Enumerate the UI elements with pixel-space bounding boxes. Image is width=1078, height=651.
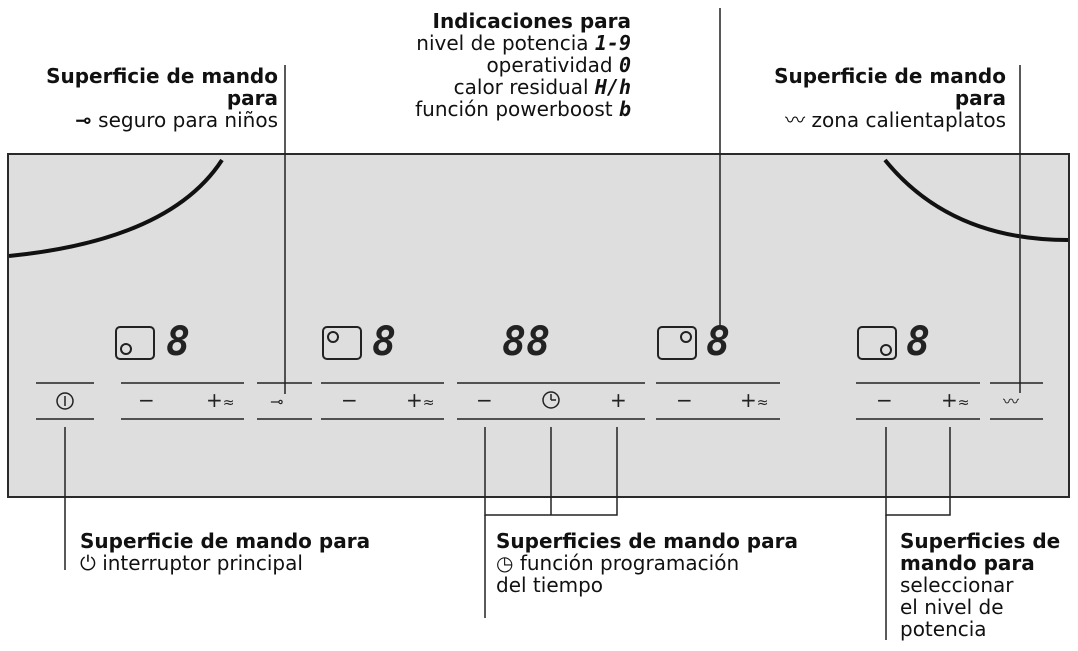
level-label-line-1: seleccionar — [900, 573, 1014, 597]
mainswitch-label-title: Superficie de mando para — [80, 529, 371, 553]
mainswitch-label-text: ⏻ interruptor principal — [80, 551, 303, 575]
display-timer: 88 — [502, 319, 551, 365]
timer-label-title: Superficies de mando para — [496, 529, 798, 553]
zone-symbol-dot-3 — [680, 331, 692, 343]
timer-plus-button[interactable]: + — [610, 388, 627, 412]
key-icon: ⊸ — [75, 108, 92, 132]
indicator-line-power-level: nivel de potencia 1-9 — [416, 31, 631, 55]
display-rear-right: 8 — [906, 319, 931, 365]
zone-symbol-dot-2 — [327, 331, 339, 343]
powerboost-icon: ≈ — [222, 395, 235, 411]
level-label-line-2: el nivel de — [900, 595, 1004, 619]
minus-button-front-right[interactable]: − — [676, 388, 693, 412]
clock-icon — [542, 391, 560, 409]
timer-minus-button[interactable]: − — [476, 388, 493, 412]
plus-button-front-right[interactable]: +≈ — [740, 388, 769, 412]
clock-icon: ◷ — [496, 551, 514, 575]
warming-zone-icon: 〰 — [785, 108, 806, 132]
cooking-zone-arc-right — [883, 158, 1069, 242]
childlock-label-title-2: para — [226, 86, 278, 110]
level-label-title-2: mando para — [900, 551, 1035, 575]
zone-symbol-front-right — [657, 326, 697, 360]
indicator-line-operation: operatividad 0 — [486, 53, 631, 77]
display-rear-left: 8 — [166, 319, 191, 365]
key-icon: ⊸ — [270, 392, 284, 411]
plus-button-front-left[interactable]: +≈ — [406, 388, 435, 412]
zone-symbol-rear-left — [115, 326, 155, 360]
level-label-title: Superficies de — [900, 529, 1061, 553]
childlock-label-text: ⊸ seguro para niños — [75, 108, 278, 132]
indicators-label-title: Indicaciones para — [432, 9, 632, 33]
power-icon: ⏻ — [80, 551, 96, 575]
zone-symbol-rear-right — [857, 326, 897, 360]
minus-button-rear-left[interactable]: − — [138, 388, 155, 412]
minus-button-front-left[interactable]: − — [341, 388, 358, 412]
powerboost-icon: ≈ — [756, 395, 769, 411]
display-front-left: 8 — [372, 319, 397, 365]
control-lines — [36, 382, 1043, 420]
cooktop-panel — [7, 153, 1070, 498]
plus-button-rear-right[interactable]: +≈ — [941, 388, 970, 412]
warming-zone-button[interactable]: 〰 — [1003, 390, 1019, 412]
zone-symbols — [115, 326, 897, 360]
zone-symbol-front-left — [322, 326, 362, 360]
childlock-button[interactable]: ⊸ — [270, 390, 283, 412]
warming-label-title: Superficie de mando — [774, 64, 1006, 88]
cooking-zone-arc-left — [8, 158, 224, 258]
zone-symbol-dot-1 — [120, 343, 132, 355]
warming-zone-icon: 〰 — [1003, 392, 1020, 411]
display-front-right: 8 — [706, 319, 731, 365]
timer-label-text-2: del tiempo — [496, 573, 604, 597]
powerboost-icon: ≈ — [957, 395, 970, 411]
timer-label-text: ◷ función programación — [496, 551, 740, 575]
plus-button-rear-left[interactable]: +≈ — [206, 388, 235, 412]
level-label-line-3: potencia — [900, 617, 987, 641]
indicator-line-powerboost: función powerboost b — [415, 97, 631, 121]
power-icon — [56, 392, 74, 410]
childlock-label-title: Superficie de mando — [46, 64, 278, 88]
powerboost-icon: ≈ — [422, 395, 435, 411]
warming-label-text: 〰 zona calientaplatos — [785, 108, 1006, 132]
warming-label-title-2: para — [954, 86, 1006, 110]
leader-lines — [64, 8, 1021, 640]
minus-button-rear-right[interactable]: − — [876, 388, 893, 412]
indicator-line-residual-heat: calor residual H/h — [453, 75, 631, 99]
zone-symbol-dot-4 — [880, 344, 892, 356]
